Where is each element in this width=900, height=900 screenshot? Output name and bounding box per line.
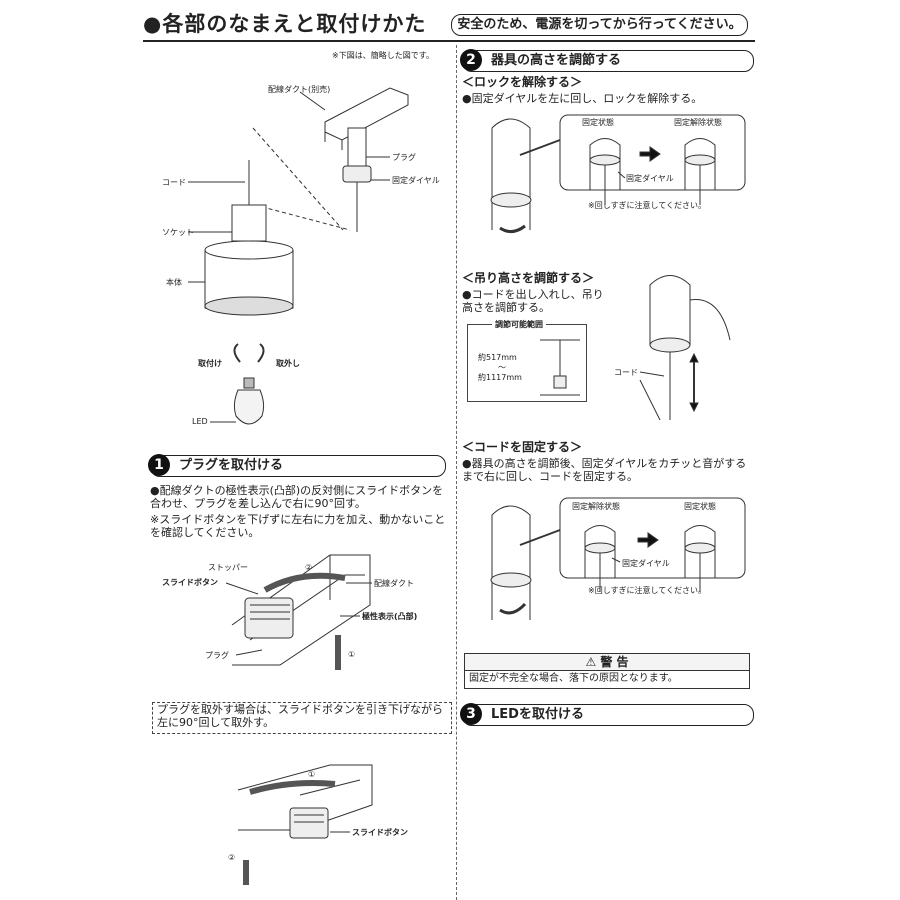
label-socket: ソケット bbox=[162, 228, 194, 237]
unlock-dial-label: 固定ダイヤル bbox=[626, 174, 674, 183]
simplified-note: ※下図は、簡略した図です。 bbox=[332, 51, 434, 60]
plug-attach-diagram bbox=[225, 554, 373, 885]
unlock-caution: ※回しすぎに注意してください。 bbox=[588, 201, 707, 210]
fix-dial-label: 固定ダイヤル bbox=[622, 559, 670, 568]
warning-text: 固定が不完全な場合、落下の原因となります。 bbox=[469, 673, 678, 684]
section1-text2: ※スライドボタンを下げずに左右に力を加え、動かないことを確認してください。 bbox=[150, 513, 446, 539]
label-polarity: 極性表示(凸部) bbox=[362, 612, 418, 621]
removal-note: プラグを取外す場合は、スライドボタンを引き下げながら左に90°回して取外す。 bbox=[152, 702, 452, 734]
section3-header: 3 LEDを取付ける bbox=[460, 703, 754, 726]
header-rule bbox=[143, 40, 755, 42]
label-plug2: プラグ bbox=[205, 651, 229, 660]
range-min: 約517mm bbox=[478, 353, 517, 362]
section2-title: 器具の高さを調節する bbox=[491, 53, 622, 68]
label-attach: 取付け bbox=[198, 359, 222, 368]
label-cord: コード bbox=[162, 178, 186, 187]
height-text: ●コードを出し入れし、吊り高さを調節する。 bbox=[462, 288, 604, 314]
section2-header: 2 器具の高さを調節する bbox=[460, 49, 754, 72]
label-remove-slide: スライドボタン bbox=[352, 828, 408, 837]
unlock-unlocked-label: 固定解除状態 bbox=[674, 118, 722, 127]
label-body: 本体 bbox=[166, 278, 182, 287]
fix-locked-label: 固定状態 bbox=[684, 502, 716, 511]
fix-caution: ※回しすぎに注意してください。 bbox=[588, 586, 707, 595]
range-max: 約1117mm bbox=[478, 373, 522, 382]
label-remove-step1: ① bbox=[308, 770, 316, 779]
range-tilde: 〜 bbox=[498, 363, 506, 372]
section1-header: 1 プラグを取付ける bbox=[148, 454, 446, 477]
page-title: ●各部のなまえと取付けかた bbox=[143, 12, 427, 36]
label-duct2: 配線ダクト bbox=[374, 579, 414, 588]
section1-number: 1 bbox=[148, 454, 170, 476]
section2-number: 2 bbox=[460, 49, 482, 71]
label-slide-button: スライドボタン bbox=[162, 578, 218, 587]
fix-unlocked-label: 固定解除状態 bbox=[572, 502, 620, 511]
section3-number: 3 bbox=[460, 703, 482, 725]
height-cord-label: コード bbox=[614, 368, 638, 377]
label-duct: 配線ダクト(別売) bbox=[268, 85, 331, 94]
label-detach: 取外し bbox=[276, 359, 300, 368]
label-remove-step2: ② bbox=[228, 853, 236, 862]
fix-text: ●器具の高さを調節後、固定ダイヤルをカチッと音がするまで右に回し、コードを固定す… bbox=[462, 457, 747, 483]
range-title: 調節可能範囲 bbox=[492, 319, 546, 330]
fixture-diagram bbox=[188, 87, 409, 425]
section1-title: プラグを取付ける bbox=[179, 458, 284, 473]
label-step2: ② bbox=[305, 563, 313, 572]
label-step1: ① bbox=[348, 650, 356, 659]
unlock-title: ＜ロックを解除する＞ bbox=[462, 75, 583, 89]
section3-title: LEDを取付ける bbox=[491, 707, 584, 722]
unlock-text: ●固定ダイヤルを左に回し、ロックを解除する。 bbox=[462, 92, 703, 105]
height-title: ＜吊り高さを調節する＞ bbox=[462, 271, 595, 285]
label-led: LED bbox=[192, 417, 208, 426]
unlock-locked-label: 固定状態 bbox=[582, 118, 614, 127]
safety-notice: 安全のため、電源を切ってから行ってください。 bbox=[451, 14, 748, 36]
label-dial: 固定ダイヤル bbox=[392, 176, 440, 185]
warning-title: ⚠ 警 告 bbox=[465, 654, 749, 671]
column-divider bbox=[456, 45, 457, 900]
section1-text1: ●配線ダクトの極性表示(凸部)の反対側にスライドボタンを合わせ、プラグを差し込ん… bbox=[150, 484, 444, 510]
label-stopper: ストッパー bbox=[208, 563, 248, 572]
fix-title: ＜コードを固定する＞ bbox=[462, 440, 583, 454]
warning-box: ⚠ 警 告 固定が不完全な場合、落下の原因となります。 bbox=[464, 653, 750, 689]
label-plug: プラグ bbox=[392, 153, 416, 162]
